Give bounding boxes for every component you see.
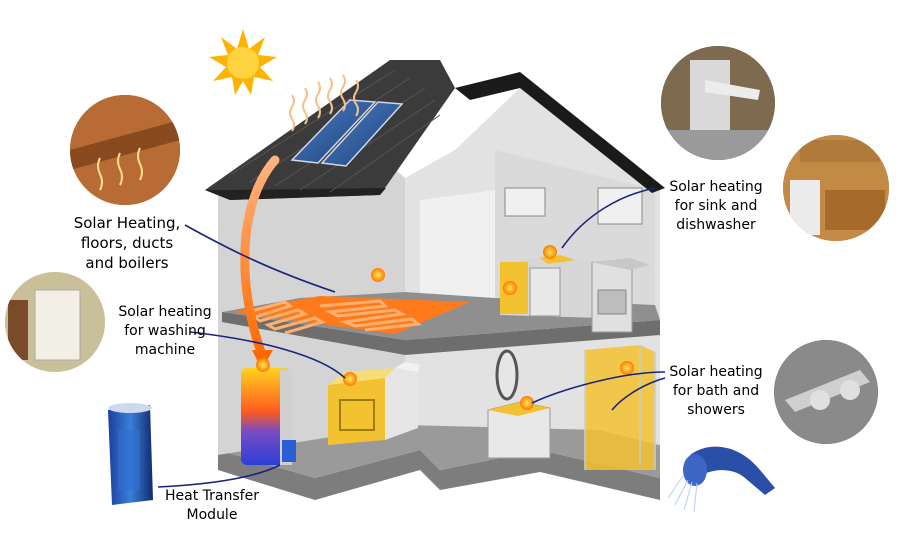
label-floor-heating: Solar Heating, floors, ducts and boilers bbox=[74, 214, 181, 272]
svg-text:for sink and: for sink and bbox=[675, 198, 758, 214]
water-heater-tank bbox=[241, 368, 296, 465]
svg-text:showers: showers bbox=[687, 402, 745, 418]
svg-text:for bath and: for bath and bbox=[673, 383, 759, 399]
svg-text:Module: Module bbox=[187, 507, 238, 523]
svg-text:Solar heating: Solar heating bbox=[669, 179, 762, 195]
svg-text:dishwasher: dishwasher bbox=[676, 217, 756, 233]
label-sink-dishwasher: Solar heating for sink and dishwasher bbox=[669, 179, 762, 233]
svg-text:Solar Heating,: Solar Heating, bbox=[74, 214, 181, 232]
solar-heat-pipe bbox=[240, 155, 280, 360]
callout-lines bbox=[157, 187, 666, 488]
ground-floor-slab bbox=[218, 450, 660, 500]
svg-text:machine: machine bbox=[135, 342, 195, 358]
label-heat-transfer-module: Heat Transfer Module bbox=[165, 488, 259, 523]
photo-floor-heating bbox=[70, 95, 180, 205]
photo-washing-machine bbox=[5, 272, 105, 372]
svg-text:Heat Transfer: Heat Transfer bbox=[165, 488, 259, 504]
right-gable-outline bbox=[455, 72, 665, 193]
sun-icon bbox=[209, 29, 277, 95]
washing-machine bbox=[328, 362, 420, 445]
sun-rays bbox=[289, 74, 359, 132]
photo-kitchen bbox=[783, 135, 889, 241]
svg-text:and boilers: and boilers bbox=[85, 254, 168, 272]
photo-faucet bbox=[661, 46, 775, 160]
shower-head bbox=[667, 446, 775, 513]
bathroom bbox=[487, 345, 656, 470]
label-washing-machine: Solar heating for washing machine bbox=[118, 304, 211, 358]
upper-floor-slab bbox=[222, 312, 660, 355]
radiant-floor-coils bbox=[247, 299, 422, 335]
label-bath-showers: Solar heating for bath and showers bbox=[669, 364, 762, 418]
svg-text:floors, ducts: floors, ducts bbox=[81, 234, 173, 252]
photo-bath-faucet bbox=[774, 340, 878, 444]
heat-transfer-module bbox=[108, 403, 153, 505]
interior-back-wall bbox=[420, 190, 495, 320]
shower-stall bbox=[585, 345, 655, 470]
svg-text:Solar heating: Solar heating bbox=[669, 364, 762, 380]
solar-panels bbox=[290, 99, 404, 167]
svg-text:for washing: for washing bbox=[124, 323, 206, 339]
svg-text:Solar heating: Solar heating bbox=[118, 304, 211, 320]
kitchen-cabinets bbox=[500, 187, 650, 333]
water-spray bbox=[667, 475, 698, 513]
burst-icon bbox=[256, 245, 634, 410]
